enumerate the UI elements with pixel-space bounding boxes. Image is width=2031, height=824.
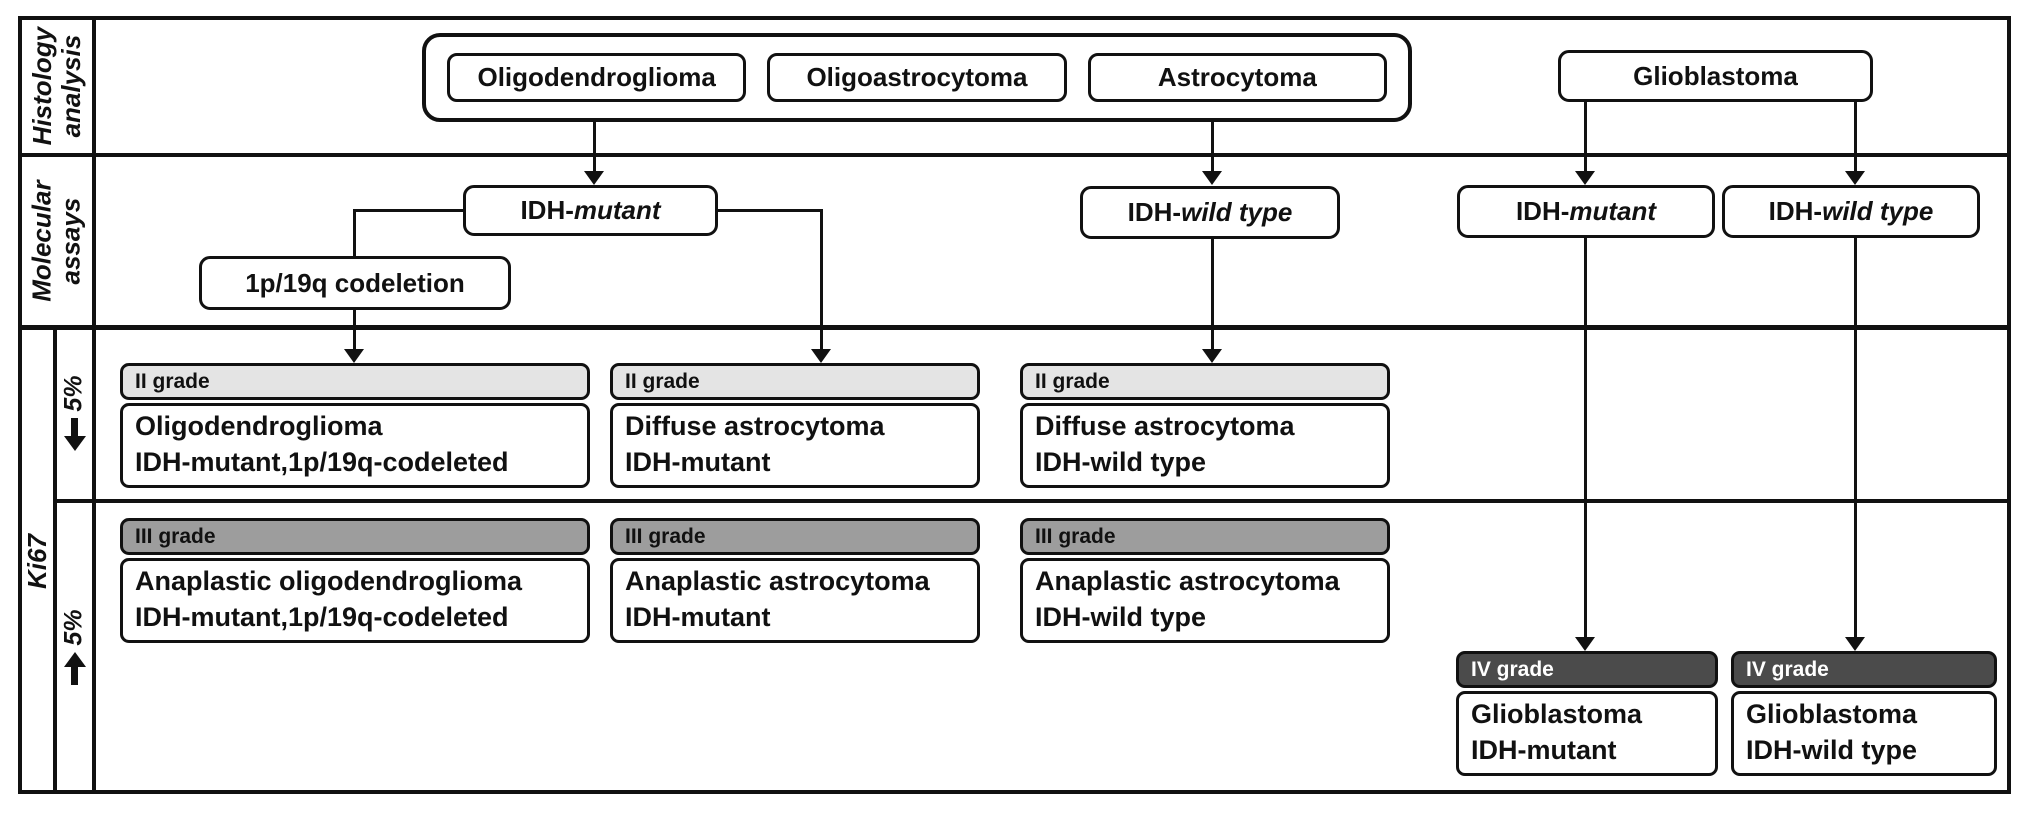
ki67-subcolumn-border [53,325,57,794]
histology-box-oligodendroglioma: Oligodendroglioma [447,53,747,102]
grade3-box-anaplastic-astrocytoma-wild: III grade Anaplastic astrocytoma IDH-wil… [1020,518,1390,644]
down-arrow-icon [63,417,86,451]
grade2-box-diffuse-astrocytoma-mutant: II grade Diffuse astrocytoma IDH-mutant [610,363,980,489]
arrow-idh-mutant-to-grade4 [1574,238,1596,651]
up-arrow-icon [63,651,86,685]
idh-status: wild type [1822,196,1934,226]
arrow-group-to-idh-wild-type [1201,122,1223,185]
idh-prefix: IDH- [1768,196,1823,226]
grade-box-body: Anaplastic oligodendroglioma IDH-mutant,… [120,558,590,644]
tumor-name: Glioblastoma [1746,699,1918,729]
grade-box-body: Glioblastoma IDH-wild type [1731,691,1997,777]
histology-box-astrocytoma: Astrocytoma [1087,53,1387,102]
tumor-name: Anaplastic astrocytoma [625,566,930,596]
grade-box-body: Oligodendroglioma IDH-mutant,1p/19q-code… [120,403,590,489]
tumor-name: Diffuse astrocytoma [1035,411,1295,441]
arrow-idh-mutant-to-grade2-astrocytoma [810,209,832,363]
idh-prefix: IDH- [1127,197,1182,227]
tumor-name: Oligodendroglioma [135,411,383,441]
connector-idh-mutant-to-codeletion-v [353,209,356,258]
grade-badge: III grade [610,518,980,555]
grade-box-body: Diffuse astrocytoma IDH-mutant [610,403,980,489]
arrow-glioblastoma-to-idh-wild-type [1844,102,1866,185]
histology-box-oligoastrocytoma: Oligoastrocytoma [767,53,1067,102]
idh-wild-type-box-center: IDH-wild type [1080,186,1340,239]
histology-group-container: Oligodendroglioma Oligoastrocytoma Astro… [422,33,1412,122]
ki67-high-cell: 5% [57,503,92,794]
tumor-markers: IDH-wild type [1035,446,1207,477]
idh-status: wild type [1181,197,1293,227]
grade2-box-diffuse-astrocytoma-wild: II grade Diffuse astrocytoma IDH-wild ty… [1020,363,1390,489]
tumor-markers: IDH-wild type [1035,601,1207,632]
grade-badge: II grade [610,363,980,400]
sidebar-row-ki67: Ki67 [22,330,53,794]
grade3-box-anaplastic-oligodendroglioma: III grade Anaplastic oligodendroglioma I… [120,518,590,644]
idh-wild-type-box-right: IDH-wild type [1722,185,1980,238]
grade-badge: II grade [1020,363,1390,400]
tumor-markers: IDH-mutant [1471,734,1617,765]
divider-molecular-ki67 [18,325,2011,330]
tumor-markers: IDH-wild type [1746,734,1918,765]
ki67-label: Ki67 [21,534,52,590]
codeletion-box: 1p/19q codeletion [199,256,511,310]
histology-box-glioblastoma: Glioblastoma [1558,50,1873,102]
grade-badge: III grade [120,518,590,555]
histology-analysis-label: Histology analysis [26,27,87,146]
tumor-markers: IDH-mutant,1p/19q-codeleted [135,446,509,477]
tumor-markers: IDH-mutant [625,446,771,477]
tumor-name: Diffuse astrocytoma [625,411,885,441]
connector-idh-mutant-to-grade2-h [718,209,823,212]
grade-badge: III grade [1020,518,1390,555]
idh-mutant-box-left: IDH-mutant [463,185,718,236]
ki67-low-label: 5% [60,374,89,412]
grade3-box-anaplastic-astrocytoma-mutant: III grade Anaplastic astrocytoma IDH-mut… [610,518,980,644]
grade-box-body: Glioblastoma IDH-mutant [1456,691,1718,777]
molecular-assays-label: Molecular assays [26,180,86,302]
grade-box-body: Diffuse astrocytoma IDH-wild type [1020,403,1390,489]
arrow-idh-wild-to-grade2-astrocytoma [1201,239,1223,363]
grade-box-body: Anaplastic astrocytoma IDH-mutant [610,558,980,644]
arrow-group-to-idh-mutant [583,122,605,185]
tumor-markers: IDH-mutant [625,601,771,632]
grade-box-body: Anaplastic astrocytoma IDH-wild type [1020,558,1390,644]
connector-idh-mutant-to-codeletion-h [354,209,463,212]
divider-grade2-grade3 [53,499,2011,503]
tumor-name: Anaplastic oligodendroglioma [135,566,523,596]
arrow-codeletion-to-grade2-oligodendroglioma [343,310,365,363]
tumor-name: Anaplastic astrocytoma [1035,566,1340,596]
grade2-box-oligodendroglioma: II grade Oligodendroglioma IDH-mutant,1p… [120,363,590,489]
tumor-markers: IDH-mutant,1p/19q-codeleted [135,601,509,632]
grade-badge: IV grade [1731,651,1997,688]
idh-prefix: IDH- [1515,196,1570,226]
grade-badge: IV grade [1456,651,1718,688]
idh-prefix: IDH- [520,195,574,225]
idh-status: mutant [1569,196,1657,226]
sidebar-right-border [92,16,96,794]
grade4-box-glioblastoma-wild: IV grade Glioblastoma IDH-wild type [1731,651,1997,777]
ki67-low-cell: 5% [57,330,92,499]
arrow-glioblastoma-to-idh-mutant [1574,102,1596,185]
sidebar-row-histology: Histology analysis [22,20,92,153]
divider-histology-molecular [18,153,2011,157]
ki67-high-label: 5% [60,608,89,646]
grade-badge: II grade [120,363,590,400]
tumor-name: Glioblastoma [1471,699,1643,729]
grade4-box-glioblastoma-mutant: IV grade Glioblastoma IDH-mutant [1456,651,1718,777]
idh-mutant-box-right: IDH-mutant [1457,185,1715,238]
arrow-idh-wild-to-grade4 [1844,238,1866,651]
sidebar-row-molecular: Molecular assays [22,157,92,325]
idh-status: mutant [573,195,661,225]
